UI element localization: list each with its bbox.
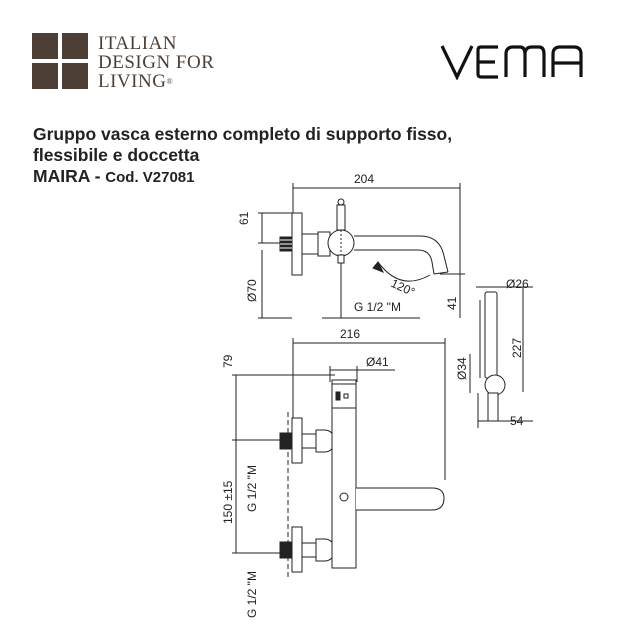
logo-tile	[32, 63, 58, 89]
product-code: Cod. V27081	[105, 169, 195, 186]
label-216: 216	[340, 327, 360, 341]
brand-line-3: LIVING	[98, 71, 167, 92]
title-line-1: Gruppo vasca esterno completo di support…	[33, 124, 453, 144]
logo-tile	[32, 33, 58, 59]
spout-lower	[354, 249, 435, 275]
logo-tile	[62, 33, 88, 59]
label-g12-upper: G 1/2 "M	[245, 465, 259, 512]
label-34: Ø34	[455, 357, 469, 380]
logo-tile	[62, 63, 88, 89]
label-61: 61	[237, 211, 251, 225]
label-g12-lower: G 1/2 "M	[245, 571, 259, 618]
brand-line-2: DESIGN FOR	[98, 52, 215, 73]
label-204: 204	[354, 172, 374, 186]
label-120: 120°	[389, 276, 418, 299]
label-54: 54	[510, 414, 524, 428]
spout-front	[356, 487, 445, 511]
product-title: Gruppo vasca esterno completo di support…	[33, 124, 452, 188]
lever-tip	[337, 198, 345, 206]
upper-eccentric	[315, 429, 335, 453]
spout-tip	[433, 271, 449, 275]
label-41d: Ø41	[366, 355, 389, 369]
spout-upper	[354, 235, 449, 273]
indicator-mark	[335, 391, 341, 401]
upper-connector	[301, 433, 317, 449]
arc-arrow	[372, 261, 385, 273]
diverter-knob	[339, 492, 349, 502]
label-227: 227	[510, 338, 524, 358]
title-line-2: flessibile e doccetta	[33, 145, 200, 165]
mixer-body-vertical	[331, 379, 357, 569]
connector-body	[301, 233, 319, 255]
model-name: MAIRA -	[33, 166, 101, 186]
rotation-arc	[377, 261, 431, 282]
upper-inlet	[279, 432, 293, 450]
label-26: Ø26	[506, 277, 529, 291]
lower-inlet	[279, 541, 293, 559]
front-view	[232, 338, 446, 580]
wall-rosette	[291, 212, 303, 276]
lower-eccentric	[315, 538, 335, 562]
brand-text: ITALIAN DESIGN FOR LIVING®	[98, 34, 214, 91]
registered-mark: ®	[166, 77, 174, 86]
label-41: 41	[445, 296, 459, 310]
wall-holder	[484, 374, 506, 396]
brand-line-1: ITALIAN	[98, 33, 178, 54]
outlet-stub	[337, 254, 345, 264]
lower-rosette	[291, 526, 303, 573]
hand-shower-body	[484, 291, 498, 379]
label-g12-top: G 1/2 "M	[354, 300, 401, 314]
lever-handle	[336, 204, 346, 231]
indicator-dot	[343, 393, 349, 399]
holder-body	[487, 392, 499, 422]
lower-connector	[301, 542, 317, 558]
vema-logo	[440, 45, 583, 80]
top-view	[258, 183, 465, 319]
hand-shower-view	[469, 286, 533, 428]
label-150: 150 ±15	[221, 480, 235, 524]
label-70: Ø70	[245, 279, 259, 302]
upper-rosette	[291, 417, 303, 464]
label-79: 79	[221, 354, 235, 368]
